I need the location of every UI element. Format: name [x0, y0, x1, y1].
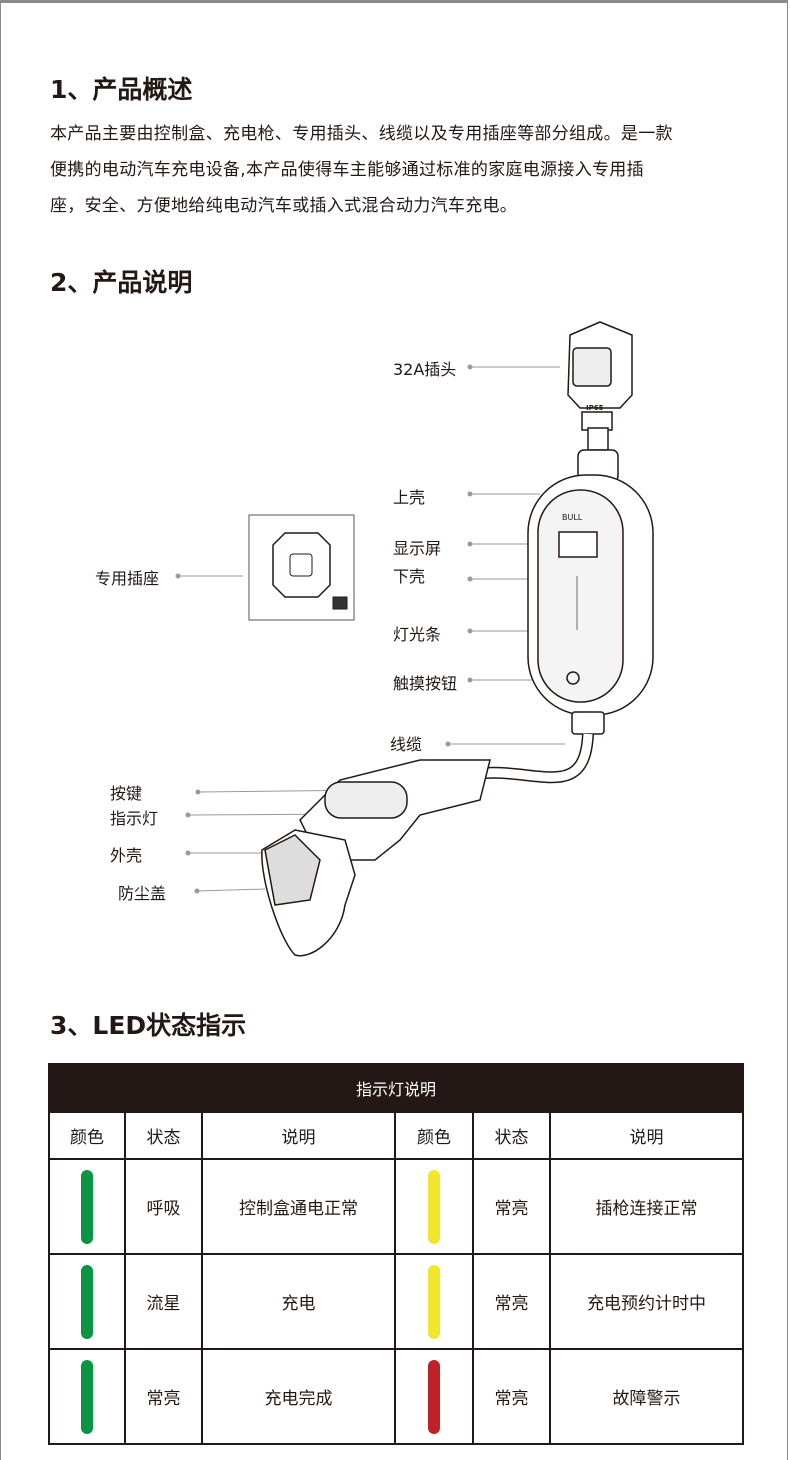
color-cell — [48, 1348, 126, 1445]
charging-gun-drawing — [261, 759, 491, 957]
led-indicator-bar — [81, 1264, 93, 1339]
paragraph-line: 座，安全、方便地给纯电动汽车或插入式混合动力汽车充电。 — [50, 196, 518, 216]
color-cell — [394, 1348, 474, 1445]
led-status-table: 指示灯说明 颜色 状态 说明 颜色 状态 说明 呼吸控制盒通电正常常亮插枪连接正… — [47, 1063, 745, 1445]
table-body: 呼吸控制盒通电正常常亮插枪连接正常流星充电常亮充电预约计时中常亮充电完成常亮故障… — [48, 1158, 745, 1445]
desc-cell: 充电预约计时中 — [548, 1253, 745, 1350]
section-title-description: 2、产品说明 — [50, 268, 193, 297]
paragraph-line: 本产品主要由控制盒、充电枪、专用插头、线缆以及专用插座等部分组成。是一款 — [50, 124, 673, 144]
table-row: 流星充电常亮充电预约计时中 — [48, 1253, 745, 1350]
state-cell: 常亮 — [472, 1253, 551, 1350]
label-plug: 32A插头 — [393, 360, 457, 379]
table-caption: 指示灯说明 — [47, 1063, 745, 1113]
overview-paragraph: 本产品主要由控制盒、充电枪、专用插头、线缆以及专用插座等部分组成。是一款 便携的… — [50, 116, 750, 224]
plug-drawing — [567, 321, 633, 451]
desc-cell: 控制盒通电正常 — [201, 1158, 396, 1255]
label-display: 显示屏 — [393, 539, 442, 558]
state-cell: 常亮 — [472, 1348, 551, 1445]
table-row: 呼吸控制盒通电正常常亮插枪连接正常 — [48, 1158, 745, 1255]
state-cell: 呼吸 — [124, 1158, 203, 1255]
led-indicator-bar — [428, 1359, 440, 1434]
label-outer-shell: 外壳 — [110, 846, 143, 865]
label-indicator: 指示灯 — [110, 809, 159, 828]
label-dust-cover: 防尘盖 — [118, 884, 167, 903]
state-cell: 常亮 — [124, 1348, 203, 1445]
header-color: 颜色 — [394, 1111, 474, 1160]
desc-cell: 充电完成 — [201, 1348, 396, 1445]
state-cell: 流星 — [124, 1253, 203, 1350]
color-cell — [394, 1253, 474, 1350]
led-indicator-bar — [428, 1264, 440, 1339]
color-cell — [394, 1158, 474, 1255]
label-socket: 专用插座 — [95, 569, 160, 588]
label-touch-button: 触摸按钮 — [393, 674, 458, 693]
control-box-drawing — [527, 449, 654, 735]
led-indicator-bar — [81, 1169, 93, 1244]
state-cell: 常亮 — [472, 1158, 551, 1255]
header-state: 状态 — [124, 1111, 203, 1160]
table-row: 常亮充电完成常亮故障警示 — [48, 1348, 745, 1445]
section-title-led: 3、LED状态指示 — [50, 1011, 247, 1040]
brand-logo: BULL — [562, 513, 583, 522]
label-light-bar: 灯光条 — [393, 625, 442, 644]
desc-cell: 故障警示 — [548, 1348, 745, 1445]
product-diagram: IP65 BULL — [175, 321, 654, 957]
label-key: 按键 — [110, 784, 143, 803]
label-upper-shell: 上壳 — [393, 488, 426, 507]
label-cable: 线缆 — [390, 735, 423, 754]
header-desc: 说明 — [201, 1111, 396, 1160]
color-cell — [48, 1253, 126, 1350]
header-color: 颜色 — [48, 1111, 126, 1160]
desc-cell: 插枪连接正常 — [548, 1158, 745, 1255]
section-title-overview: 1、产品概述 — [50, 75, 193, 104]
header-desc: 说明 — [548, 1111, 745, 1160]
header-state: 状态 — [472, 1111, 551, 1160]
desc-cell: 充电 — [201, 1253, 396, 1350]
ip-rating-label: IP65 — [586, 404, 604, 412]
color-cell — [48, 1158, 126, 1255]
label-lower-shell: 下壳 — [393, 567, 426, 586]
paragraph-line: 便携的电动汽车充电设备,本产品使得车主能够通过标准的家庭电源接入专用插 — [50, 160, 644, 180]
led-indicator-bar — [81, 1359, 93, 1434]
socket-drawing — [248, 514, 355, 621]
cable-drawing-inner — [484, 733, 593, 782]
led-indicator-bar — [428, 1169, 440, 1244]
